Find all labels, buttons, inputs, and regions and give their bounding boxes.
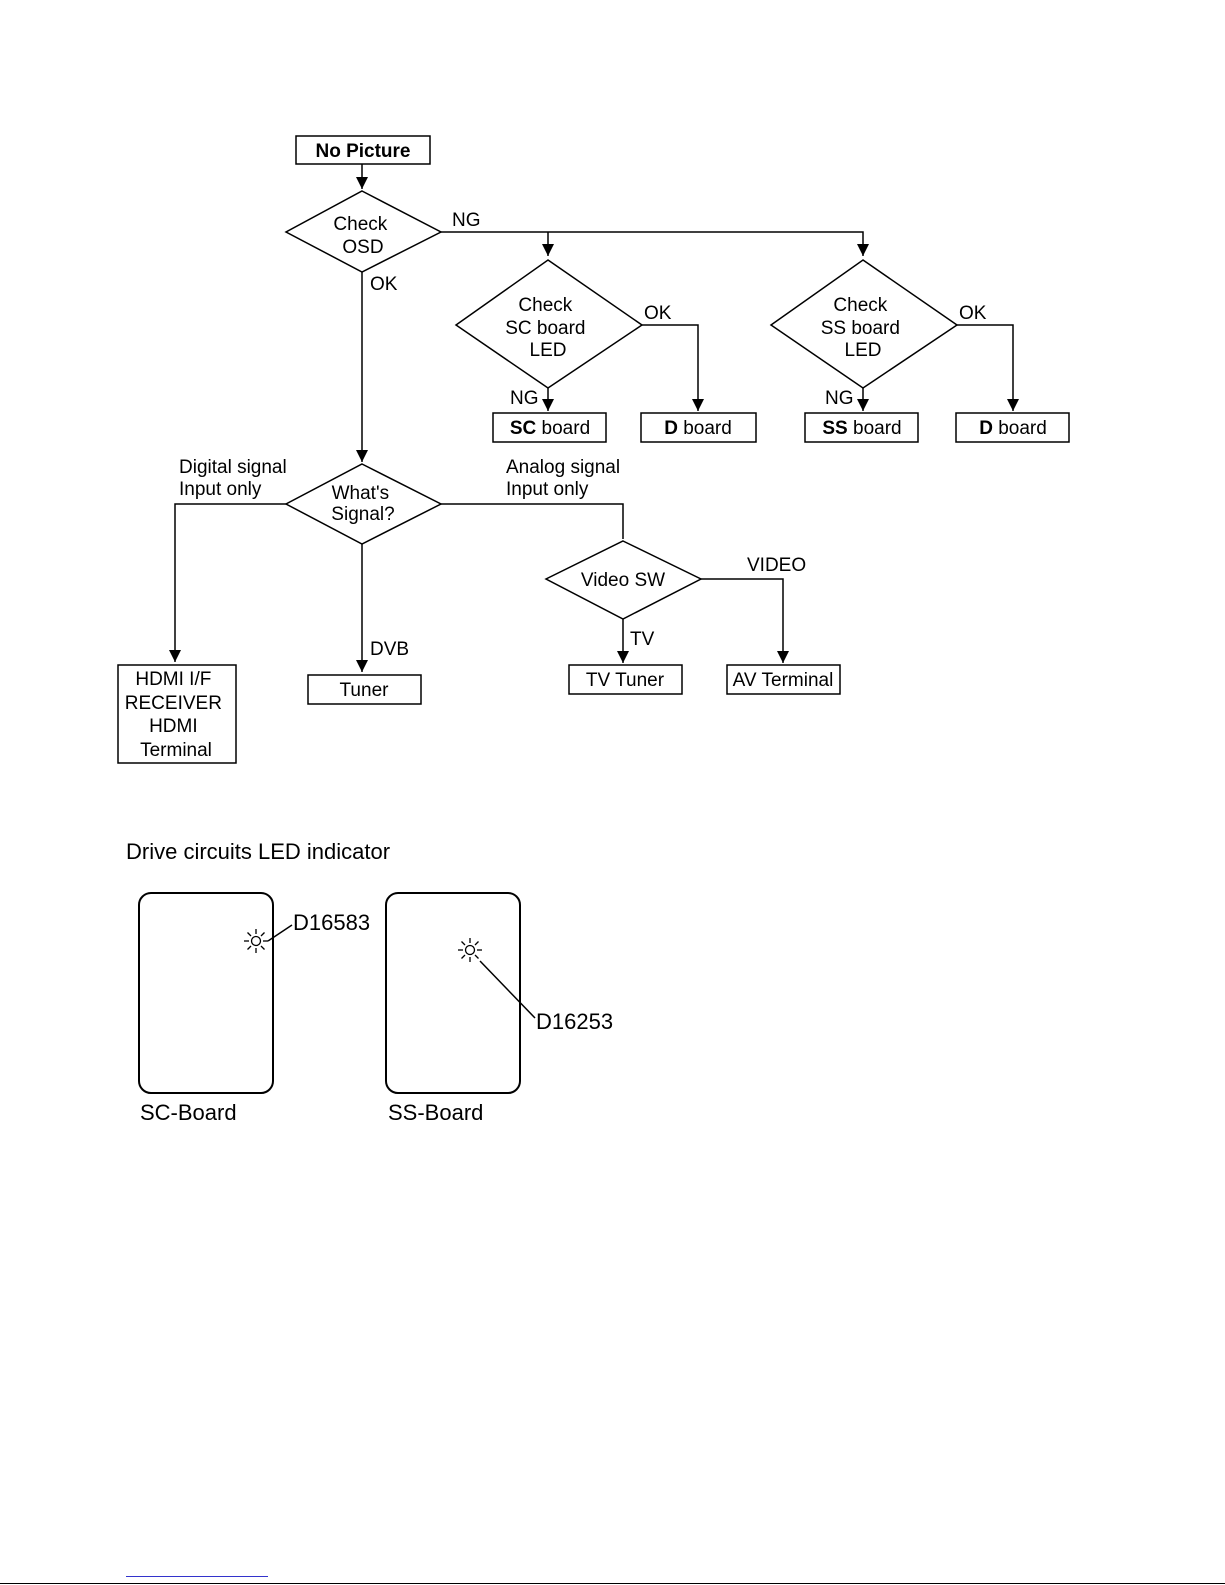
edge-label-osd-ok: OK (370, 274, 398, 295)
ss-board-box: SS board (804, 412, 919, 443)
signal-line-2: Signal? (331, 504, 394, 525)
d-board-1-rest: board (678, 418, 732, 439)
svg-text:D board: D board (664, 418, 732, 439)
ss-board-rest: board (848, 418, 902, 439)
av-terminal-box: AV Terminal (726, 664, 841, 695)
check-ss-line-2: SS board (821, 318, 900, 339)
d-board-box-2: D board (955, 412, 1070, 443)
hdmi-line-2: RECEIVER (125, 693, 222, 714)
ss-board-bold: SS (822, 418, 847, 439)
sc-led-leader (267, 924, 293, 942)
check-sc-led-decision: Check SC board LED (454, 259, 644, 389)
check-osd-line-1: Check (333, 214, 387, 235)
start-label: No Picture (315, 141, 410, 162)
sc-board-box: SC board (492, 412, 607, 443)
svg-text:SS board: SS board (822, 418, 901, 439)
check-sc-line-1: Check (518, 295, 572, 316)
whats-signal-decision: What's Signal? (284, 463, 443, 545)
ss-led-icon (458, 938, 482, 962)
tuner-box: Tuner (307, 674, 422, 705)
svg-text:D board: D board (979, 418, 1047, 439)
hdmi-box: HDMI I/F RECEIVER HDMI Terminal (117, 664, 237, 764)
edge-analog (440, 503, 624, 539)
sc-board-bold: SC (510, 418, 537, 439)
edge-label-digital-1: Digital signal (179, 457, 287, 478)
ss-board-diagram: D16253 SS-Board (385, 892, 613, 1125)
edge-osd-ng-to-ss (440, 231, 869, 256)
tv-tuner-label: TV Tuner (586, 670, 665, 691)
edge-label-sc-ng: NG (510, 388, 539, 409)
edge-label-analog-2: Input only (506, 479, 589, 500)
av-terminal-label: AV Terminal (733, 670, 834, 691)
ss-board-label: SS-Board (388, 1100, 483, 1125)
svg-text:SC board: SC board (510, 418, 590, 439)
d-board-2-rest: board (993, 418, 1047, 439)
edge-ss-ok (956, 324, 1019, 411)
ss-led-leader (479, 960, 536, 1019)
edge-label-analog-1: Analog signal (506, 457, 620, 478)
svg-text:HDMI I/F RECEIVER: HDMI I/F RECEIVER HDMI Terminal (125, 669, 227, 761)
d-board-box-1: D board (640, 412, 757, 443)
check-sc-line-2: SC board (505, 318, 585, 339)
sc-led-icon (244, 929, 268, 953)
hdmi-line-3: HDMI (149, 716, 198, 737)
edge-label-ss-ng: NG (825, 388, 854, 409)
sc-led-label: D16583 (293, 910, 370, 935)
edge-sc-ok (641, 324, 704, 411)
sc-board-diagram: D16583 SC-Board (138, 892, 370, 1125)
led-section-title: Drive circuits LED indicator (126, 839, 390, 864)
svg-text:Check OSD: Check OSD (333, 214, 392, 258)
edge-label-tv: TV (630, 629, 655, 650)
hdmi-line-4: Terminal (140, 740, 212, 761)
start-box: No Picture (295, 135, 431, 165)
d-board-1-bold: D (664, 418, 678, 439)
hdmi-line-1: HDMI I/F (135, 669, 211, 690)
edge-label-osd-ng: NG (452, 210, 481, 231)
signal-line-1: What's (332, 483, 389, 504)
page-bottom-rule (0, 1583, 1225, 1584)
sc-board-label: SC-Board (140, 1100, 237, 1125)
check-osd-line-2: OSD (342, 237, 383, 258)
edge-label-ss-ok: OK (959, 303, 987, 324)
edge-labels: NG OK OK NG OK NG Digital signal Input o… (179, 210, 987, 660)
video-sw-label: Video SW (581, 570, 665, 591)
svg-text:Digital signal Input onl: Digital signal Input only (179, 457, 292, 500)
check-ss-line-1: Check (833, 295, 887, 316)
ss-led-label: D16253 (536, 1009, 613, 1034)
page-link-underline (126, 1576, 268, 1577)
edge-label-digital-2: Input only (179, 479, 262, 500)
tuner-label: Tuner (340, 680, 390, 701)
svg-text:Check SC board LED: Check SC board LED (505, 295, 591, 361)
edge-label-dvb: DVB (370, 639, 409, 660)
check-ss-led-decision: Check SS board LED (769, 259, 959, 389)
video-sw-decision: Video SW (544, 540, 703, 620)
svg-text:Check SS board LED: Check SS board LED (821, 295, 906, 361)
d-board-2-bold: D (979, 418, 993, 439)
connectors (169, 164, 1019, 672)
check-osd-decision: Check OSD (284, 190, 443, 273)
check-sc-line-3: LED (530, 340, 567, 361)
svg-text:What's Signal?: What's Signal? (331, 483, 394, 525)
edge-video (700, 578, 789, 663)
check-ss-line-3: LED (845, 340, 882, 361)
sc-board-rest: board (536, 418, 590, 439)
svg-text:Analog signal Input only: Analog signal Input only (506, 457, 625, 500)
edge-label-video: VIDEO (747, 555, 806, 576)
edge-digital (169, 503, 286, 662)
edge-label-sc-ok: OK (644, 303, 672, 324)
tv-tuner-box: TV Tuner (568, 664, 683, 695)
